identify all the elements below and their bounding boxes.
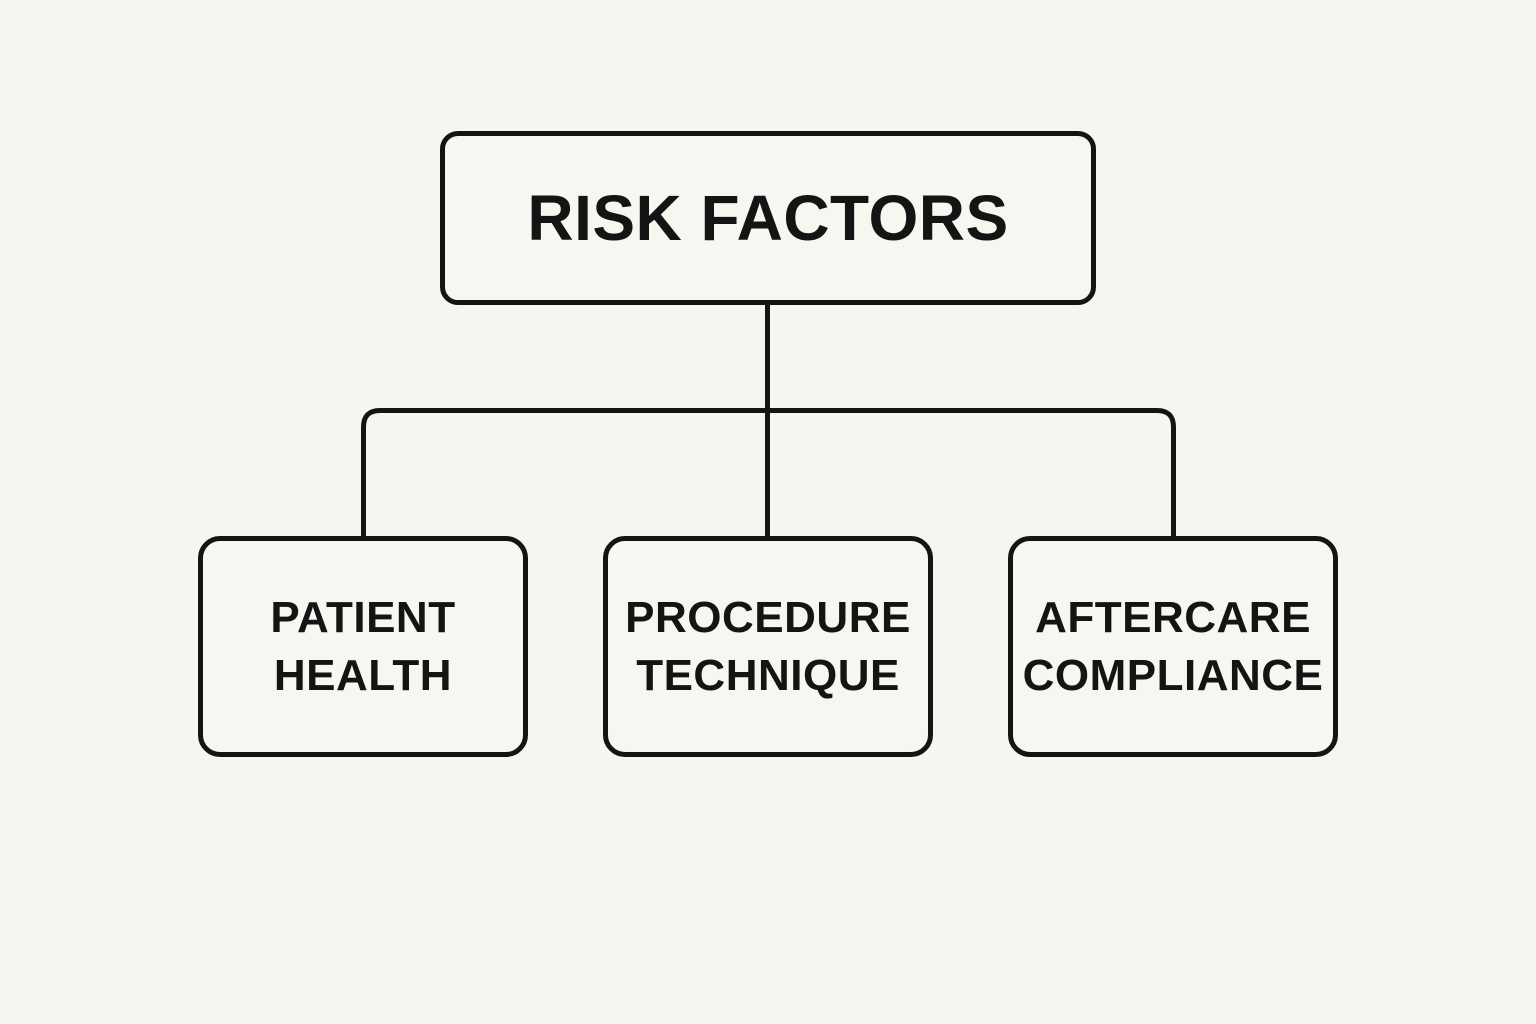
node-patient-health-label: PATIENT HEALTH [270,593,456,700]
node-procedure-technique: PROCEDURE TECHNIQUE [603,536,933,757]
node-procedure-technique-label: PROCEDURE TECHNIQUE [625,593,911,700]
node-risk-factors-label: RISK FACTORS [527,181,1009,254]
connector-bus [361,408,1176,540]
node-risk-factors: RISK FACTORS [440,131,1096,305]
node-patient-health: PATIENT HEALTH [198,536,528,757]
node-aftercare-compliance: AFTERCARE COMPLIANCE [1008,536,1338,757]
node-aftercare-compliance-label: AFTERCARE COMPLIANCE [1022,593,1324,700]
